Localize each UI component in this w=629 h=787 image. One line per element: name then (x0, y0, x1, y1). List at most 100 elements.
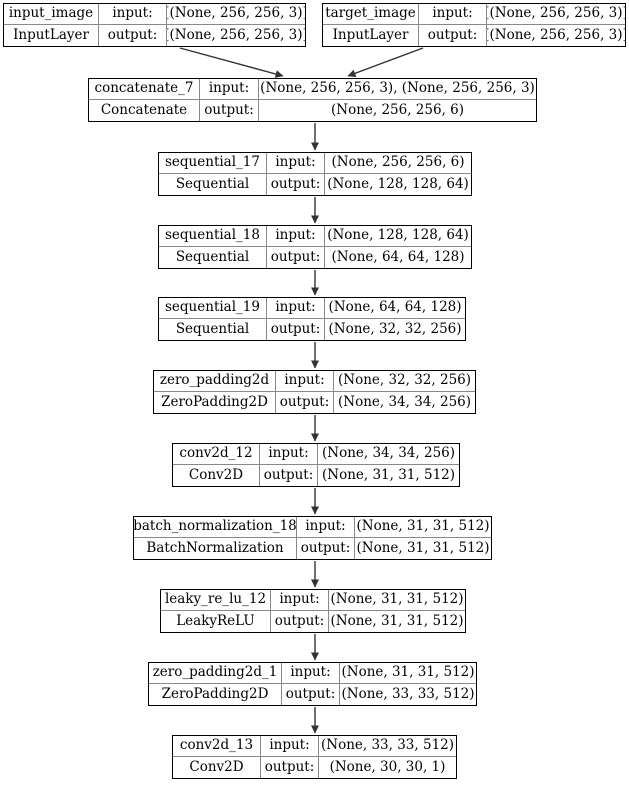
output-label: output: (271, 611, 329, 632)
output-label: output: (260, 465, 318, 486)
input-shape-value: [(None, 256, 256, 3)] (487, 5, 625, 22)
layer-class-name: Conv2D (173, 465, 260, 486)
layer-class-name: BatchNormalization (134, 538, 297, 559)
output-shape-value: (None, 64, 64, 128) (331, 248, 465, 265)
input-label: input: (267, 298, 325, 318)
output-label: output: (99, 25, 167, 46)
input-shape-value: (None, 34, 34, 256) (321, 445, 456, 462)
input-label: input: (267, 226, 325, 246)
output-label: output: (282, 684, 340, 705)
output-shape-value: (None, 31, 31, 512) (356, 539, 490, 556)
layer-class-name: Concatenate (89, 100, 200, 121)
output-shape-value: (None, 30, 30, 1) (329, 758, 446, 775)
layer-class-name: InputLayer (323, 25, 419, 46)
layer-name: input_image (4, 4, 99, 24)
output-shape-value: (None, 31, 31, 512) (330, 612, 464, 629)
output-shape-value: (None, 34, 34, 256) (337, 393, 472, 410)
layer-class-name: Sequential (159, 174, 267, 195)
edge-input_image-to-concatenate_7 (179, 47, 284, 78)
output-label: output: (276, 392, 334, 413)
output-label: output: (267, 319, 325, 340)
input-label: input: (200, 79, 259, 99)
layer-class-name: InputLayer (4, 25, 99, 46)
output-label: output: (200, 100, 259, 121)
input-label: input: (271, 590, 329, 610)
input-shape-value: (None, 64, 64, 128) (328, 299, 462, 316)
layer-name: sequential_18 (159, 226, 267, 246)
output-shape-value: (None, 256, 256, 6) (330, 101, 465, 118)
output-shape-value: [(None, 256, 256, 3)] (487, 26, 625, 43)
layer-name: sequential_19 (159, 298, 267, 318)
layer-name: zero_padding2d_1 (149, 663, 282, 683)
input-label: input: (261, 736, 319, 756)
input-label: input: (260, 444, 318, 464)
input-shape-value: (None, 31, 31, 512) (341, 664, 475, 681)
output-label: output: (267, 174, 325, 195)
layer-class-name: Sequential (159, 319, 267, 340)
output-label: output: (419, 25, 487, 46)
input-label: input: (282, 663, 340, 683)
output-shape-value: (None, 31, 31, 512) (321, 466, 456, 483)
layer-name: batch_normalization_18 (134, 517, 297, 537)
layer-class-name: Sequential (159, 247, 267, 268)
input-label: input: (419, 4, 487, 24)
layer-class-name: Conv2D (173, 757, 261, 778)
layer-name: conv2d_12 (173, 444, 260, 464)
input-label: input: (297, 517, 355, 537)
output-shape-value: [(None, 256, 256, 3)] (167, 26, 305, 43)
layer-class-name: ZeroPadding2D (154, 392, 276, 413)
output-label: output: (267, 247, 325, 268)
input-shape-value: [(None, 256, 256, 3), (None, 256, 256, 3… (259, 80, 536, 97)
input-shape-value: (None, 32, 32, 256) (337, 372, 472, 389)
input-shape-value: (None, 256, 256, 6) (331, 154, 465, 171)
output-shape-value: (None, 32, 32, 256) (328, 320, 462, 337)
edge-target_image-to-concatenate_7 (347, 47, 424, 78)
output-label: output: (261, 757, 319, 778)
input-label: input: (276, 371, 334, 391)
input-label: input: (267, 153, 325, 173)
input-shape-value: (None, 128, 128, 64) (327, 227, 469, 244)
layer-class-name: LeakyReLU (161, 611, 271, 632)
input-shape-value: (None, 31, 31, 512) (356, 518, 490, 535)
input-shape-value: [(None, 256, 256, 3)] (167, 5, 305, 22)
input-label: input: (99, 4, 167, 24)
layer-name: sequential_17 (159, 153, 267, 173)
layer-class-name: ZeroPadding2D (149, 684, 282, 705)
layer-name: zero_padding2d (154, 371, 276, 391)
layer-name: leaky_re_lu_12 (161, 590, 271, 610)
